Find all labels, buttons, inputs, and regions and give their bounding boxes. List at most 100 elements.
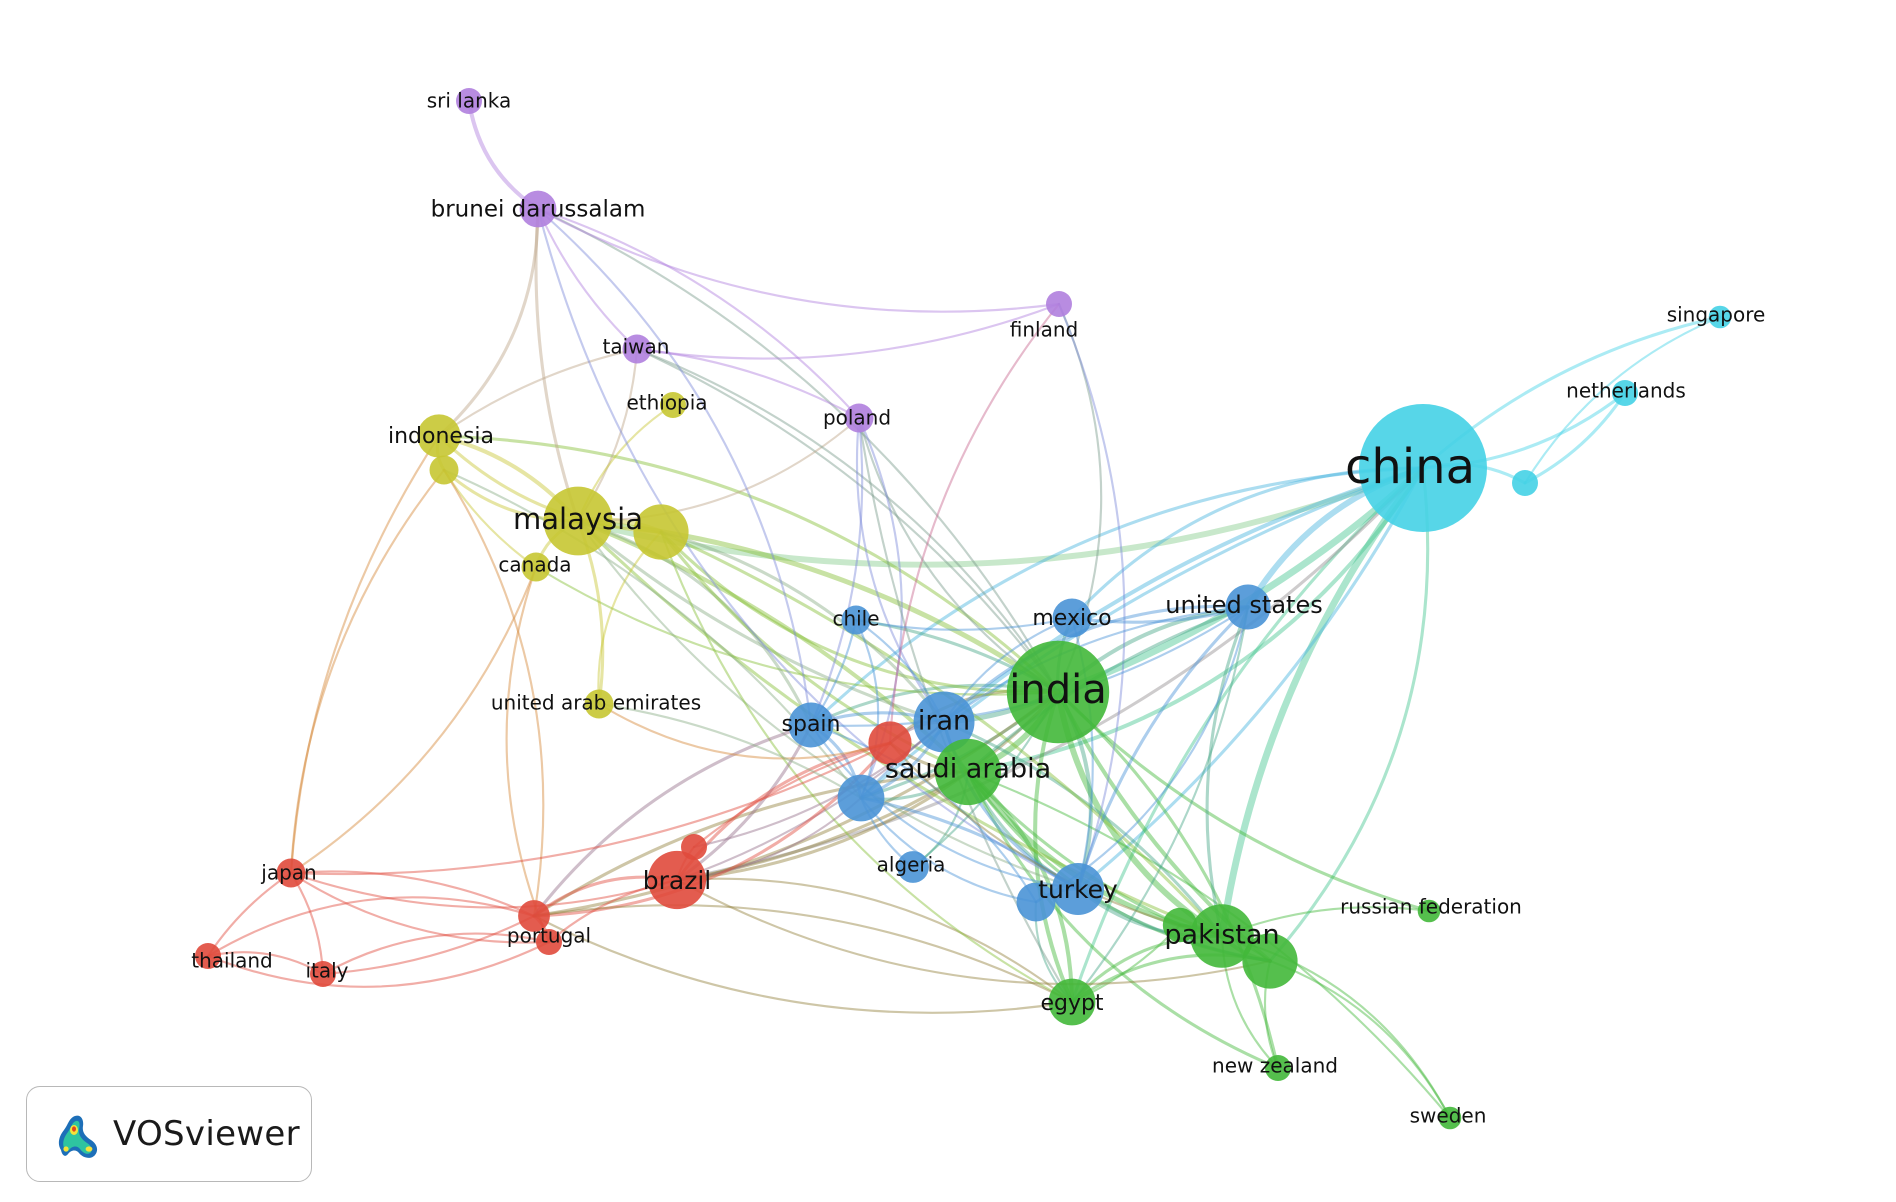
link-india-canada xyxy=(534,565,1060,696)
label-sweden: sweden xyxy=(1410,1104,1487,1128)
link-spain-portugal xyxy=(532,723,813,918)
vosviewer-logo-icon xyxy=(58,1115,98,1158)
node-egypt[interactable] xyxy=(1048,978,1096,1026)
node-iran[interactable] xyxy=(913,691,975,753)
node-brazil[interactable] xyxy=(647,850,707,910)
link-malaysia-spain xyxy=(576,519,813,727)
node-italy[interactable] xyxy=(310,961,336,987)
link-u_yellow1-iran xyxy=(659,530,946,724)
label-india: india xyxy=(1009,667,1106,713)
link-egypt-portugal xyxy=(532,914,1074,1014)
link-saudi_arabia-brazil xyxy=(675,770,970,882)
link-finland-u_red1 xyxy=(888,302,1061,745)
link-u_yellow2-canada xyxy=(442,468,538,569)
label-pakistan: pakistan xyxy=(1164,920,1279,951)
link-spain-turkey xyxy=(809,723,1080,891)
node-u-yellow1[interactable] xyxy=(633,504,689,560)
link-india-indonesia xyxy=(437,434,1060,694)
node-thailand[interactable] xyxy=(195,943,221,969)
node-sweden[interactable] xyxy=(1438,1106,1462,1130)
label-algeria: algeria xyxy=(877,853,946,877)
node-u-blue1[interactable] xyxy=(837,774,885,822)
link-indonesia-japan xyxy=(289,434,441,875)
link-pakistan-united_states xyxy=(1205,605,1250,938)
node-singapore[interactable] xyxy=(1708,305,1732,329)
label-singapore: singapore xyxy=(1667,303,1766,327)
link-india-portugal xyxy=(532,690,1060,918)
node-u-green1[interactable] xyxy=(1242,933,1298,989)
node-u-cyan1[interactable] xyxy=(1512,470,1538,496)
node-u-red3[interactable] xyxy=(536,929,562,955)
node-united-arab-emirates[interactable] xyxy=(584,689,614,719)
node-ethiopia[interactable] xyxy=(660,392,686,418)
link-egypt-brazil xyxy=(675,877,1074,1004)
link-taiwan-poland xyxy=(635,347,861,420)
label-mexico: mexico xyxy=(1032,606,1111,631)
label-chile: chile xyxy=(832,607,879,631)
node-u-yellow2[interactable] xyxy=(429,455,459,485)
node-algeria[interactable] xyxy=(897,851,929,883)
node-pakistan[interactable] xyxy=(1190,904,1254,968)
node-chile[interactable] xyxy=(841,605,871,635)
node-netherlands[interactable] xyxy=(1612,380,1638,406)
node-sri-lanka[interactable] xyxy=(456,88,482,114)
link-brunei_darussalam-turkey xyxy=(536,207,1080,891)
link-poland-iran xyxy=(855,416,946,724)
label-taiwan: taiwan xyxy=(603,335,670,359)
node-u-green2[interactable] xyxy=(1162,907,1198,943)
link-brazil-u_green1 xyxy=(675,878,1272,986)
link-u_blue1-turkey xyxy=(859,796,1080,891)
link-brazil-japan xyxy=(289,871,679,909)
node-india[interactable] xyxy=(1006,640,1110,744)
label-brunei-darussalam: brunei darussalam xyxy=(431,197,646,223)
link-u_red3-thailand xyxy=(206,940,551,988)
node-u-red1[interactable] xyxy=(868,721,912,765)
node-brunei-darussalam[interactable] xyxy=(519,190,557,228)
link-brunei_darussalam-sri_lanka xyxy=(466,98,541,212)
node-turkey[interactable] xyxy=(1052,863,1104,915)
node-malaysia[interactable] xyxy=(543,486,613,556)
node-mexico[interactable] xyxy=(1052,598,1092,638)
label-united-arab-emirates: united arab emirates xyxy=(491,691,701,715)
node-taiwan[interactable] xyxy=(622,334,652,364)
link-u_blue1-u_blue2 xyxy=(859,796,1038,904)
node-spain[interactable] xyxy=(788,702,834,748)
link-china-iran xyxy=(941,465,1426,725)
link-brunei_darussalam-taiwan xyxy=(536,207,639,351)
link-brunei_darussalam-finland xyxy=(536,207,1061,313)
label-egypt: egypt xyxy=(1040,991,1103,1016)
vosviewer-brand-name: VOSviewer xyxy=(113,1114,300,1154)
label-brazil: brazil xyxy=(643,866,711,895)
node-saudi-arabia[interactable] xyxy=(934,738,1002,806)
link-saudi_arabia-egypt xyxy=(965,769,1075,1005)
link-thailand-italy xyxy=(206,951,325,976)
link-united_states-turkey xyxy=(1076,605,1250,891)
node-united-states[interactable] xyxy=(1225,584,1271,630)
node-u-red2[interactable] xyxy=(681,834,707,860)
label-new-zealand: new zealand xyxy=(1212,1054,1338,1078)
node-layer xyxy=(195,88,1732,1130)
node-poland[interactable] xyxy=(844,403,874,433)
label-malaysia: malaysia xyxy=(513,502,643,536)
link-china-spain xyxy=(809,466,1425,727)
link-saudi_arabia-new_zealand xyxy=(966,770,1280,1070)
node-china[interactable] xyxy=(1359,404,1487,532)
link-netherlands-u_cyan1 xyxy=(1523,391,1627,485)
node-new-zealand[interactable] xyxy=(1265,1055,1291,1081)
link-china-malaysia xyxy=(575,465,1426,568)
vosviewer-logo-box: VOSviewer xyxy=(26,1086,312,1182)
node-portugal[interactable] xyxy=(518,900,550,932)
node-canada[interactable] xyxy=(521,552,551,582)
link-brunei_darussalam-poland xyxy=(536,207,861,420)
node-japan[interactable] xyxy=(276,858,306,888)
link-india-new_zealand xyxy=(1056,690,1280,1070)
node-u-blue2[interactable] xyxy=(1016,882,1056,922)
link-india-russian_federation xyxy=(1056,690,1431,913)
node-finland[interactable] xyxy=(1046,291,1072,317)
node-indonesia[interactable] xyxy=(417,414,461,458)
link-united_arab_emirates-u_blue1 xyxy=(597,702,863,800)
node-russian-federation[interactable] xyxy=(1417,899,1441,923)
link-india-u_yellow1 xyxy=(659,530,1060,694)
link-india-taiwan xyxy=(635,347,1060,694)
